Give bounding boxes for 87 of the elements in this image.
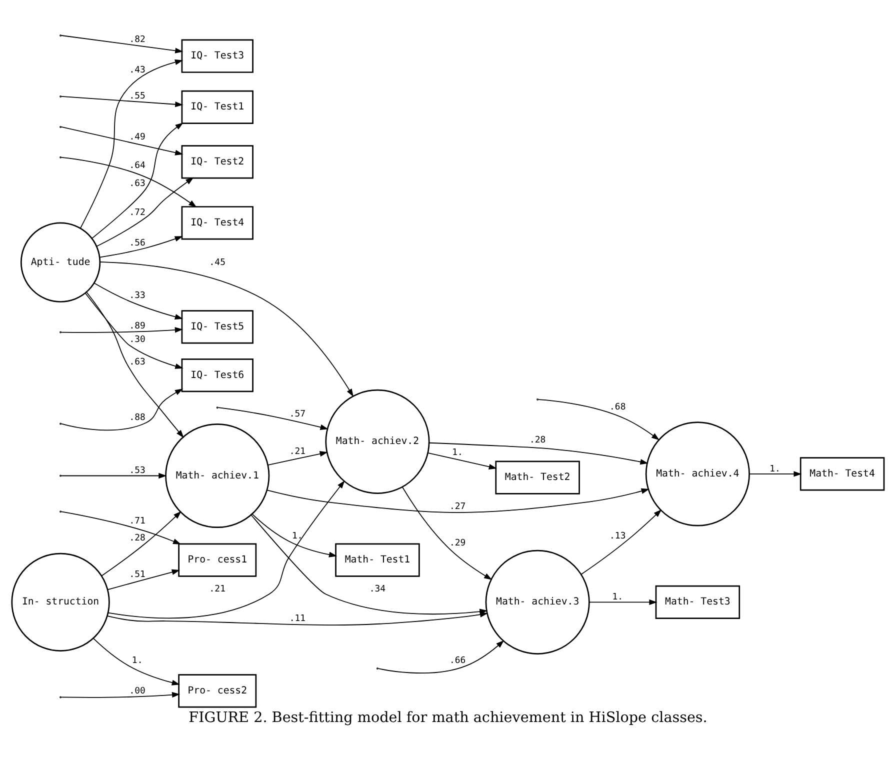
- arrow: [93, 638, 180, 686]
- node-box: IQ- Test3: [181, 39, 254, 73]
- node-box: Pro- cess1: [178, 543, 257, 577]
- node-circle: Math- achiev.3: [485, 550, 590, 654]
- arrow: [92, 122, 184, 239]
- edge-label: .28: [529, 436, 546, 446]
- edge-label: .68: [610, 402, 626, 412]
- edge-label: .34: [369, 584, 386, 594]
- edge-label: .28: [129, 533, 146, 544]
- edge-label: .21: [209, 584, 226, 594]
- arrow: [268, 451, 328, 466]
- edge-label: .11: [289, 614, 306, 624]
- arrow: [61, 327, 183, 333]
- arrow: [100, 511, 182, 576]
- edge-label: 1.: [612, 592, 624, 602]
- arrow: [84, 292, 184, 369]
- arrow: [86, 291, 184, 438]
- edge-label: .00: [129, 686, 146, 697]
- edge-label: .43: [129, 65, 146, 76]
- arrow: [61, 388, 184, 431]
- edge-label: .51: [129, 570, 146, 580]
- caption: FIGURE 2. Best-fitting model for math achievement in HiSlope classes.: [188, 710, 708, 726]
- edge-label: .13: [610, 532, 626, 542]
- edge-label: .63: [129, 358, 146, 368]
- edge-label: 1.: [770, 464, 780, 474]
- edge-label: .71: [129, 516, 146, 526]
- arrow: [61, 511, 182, 544]
- arrow: [580, 509, 662, 575]
- node-box: IQ- Test2: [181, 145, 254, 179]
- edge-label: .33: [129, 291, 146, 302]
- edge-label: .88: [129, 413, 146, 424]
- arrow: [94, 282, 183, 320]
- edge-label: .82: [129, 34, 146, 45]
- edge-label: .55: [129, 91, 146, 102]
- arrow: [266, 488, 650, 513]
- arrow: [96, 177, 194, 247]
- edge-label: 1.: [292, 532, 303, 542]
- arrow: [749, 471, 802, 477]
- edge-label: .72: [129, 208, 146, 218]
- arrow: [99, 236, 183, 258]
- arrow: [252, 514, 338, 558]
- arrow: [61, 472, 167, 479]
- arrow: [106, 612, 488, 626]
- node-box: Math- Test1: [335, 543, 420, 577]
- arrow: [589, 599, 658, 606]
- arrow: [61, 126, 184, 156]
- arrow: [538, 399, 660, 440]
- edge-label: 1.: [452, 448, 463, 458]
- node-box: Pro- cess2: [178, 674, 257, 708]
- arrow: [107, 569, 180, 590]
- node-circle: Math- achiev.4: [645, 422, 750, 526]
- edge-label: 1.: [132, 656, 143, 666]
- node-circle: Apti- tude: [20, 222, 101, 302]
- arrow: [378, 640, 504, 674]
- node-box: IQ- Test5: [181, 310, 254, 344]
- edge-label: .64: [129, 161, 146, 172]
- arrow: [428, 442, 648, 465]
- node-box: Math- Test3: [655, 585, 740, 619]
- edge-label: .29: [449, 538, 466, 549]
- edge-label: .89: [129, 322, 146, 332]
- arrow: [108, 480, 345, 619]
- arrow: [61, 96, 184, 108]
- edge-label: .21: [289, 447, 306, 458]
- arrow: [428, 452, 497, 470]
- node-box: IQ- Test1: [181, 90, 254, 124]
- node-box: IQ- Test6: [181, 358, 254, 392]
- arrow: [61, 157, 197, 208]
- arrow: [61, 692, 180, 698]
- arrow: [100, 261, 354, 397]
- edge-label: .30: [129, 335, 146, 346]
- node-box: Math- Test2: [495, 460, 580, 494]
- edge-label: .45: [209, 258, 226, 268]
- edge-label: .66: [449, 656, 466, 666]
- edge-label: .49: [129, 132, 146, 142]
- arrow: [80, 59, 184, 229]
- node-box: IQ- Test4: [181, 206, 254, 240]
- edge-label: .56: [129, 238, 146, 248]
- arrow: [402, 486, 492, 580]
- edge-label: .63: [129, 179, 146, 190]
- arrow: [218, 407, 328, 430]
- node-box: Math- Test4: [800, 457, 885, 491]
- edge-label: .53: [129, 466, 146, 476]
- arrow: [61, 35, 184, 54]
- node-circle: Math- achiev.1: [165, 423, 270, 528]
- node-circle: In- struction: [11, 552, 110, 652]
- edge-label: .57: [289, 410, 306, 420]
- edge-label: .27: [449, 502, 466, 512]
